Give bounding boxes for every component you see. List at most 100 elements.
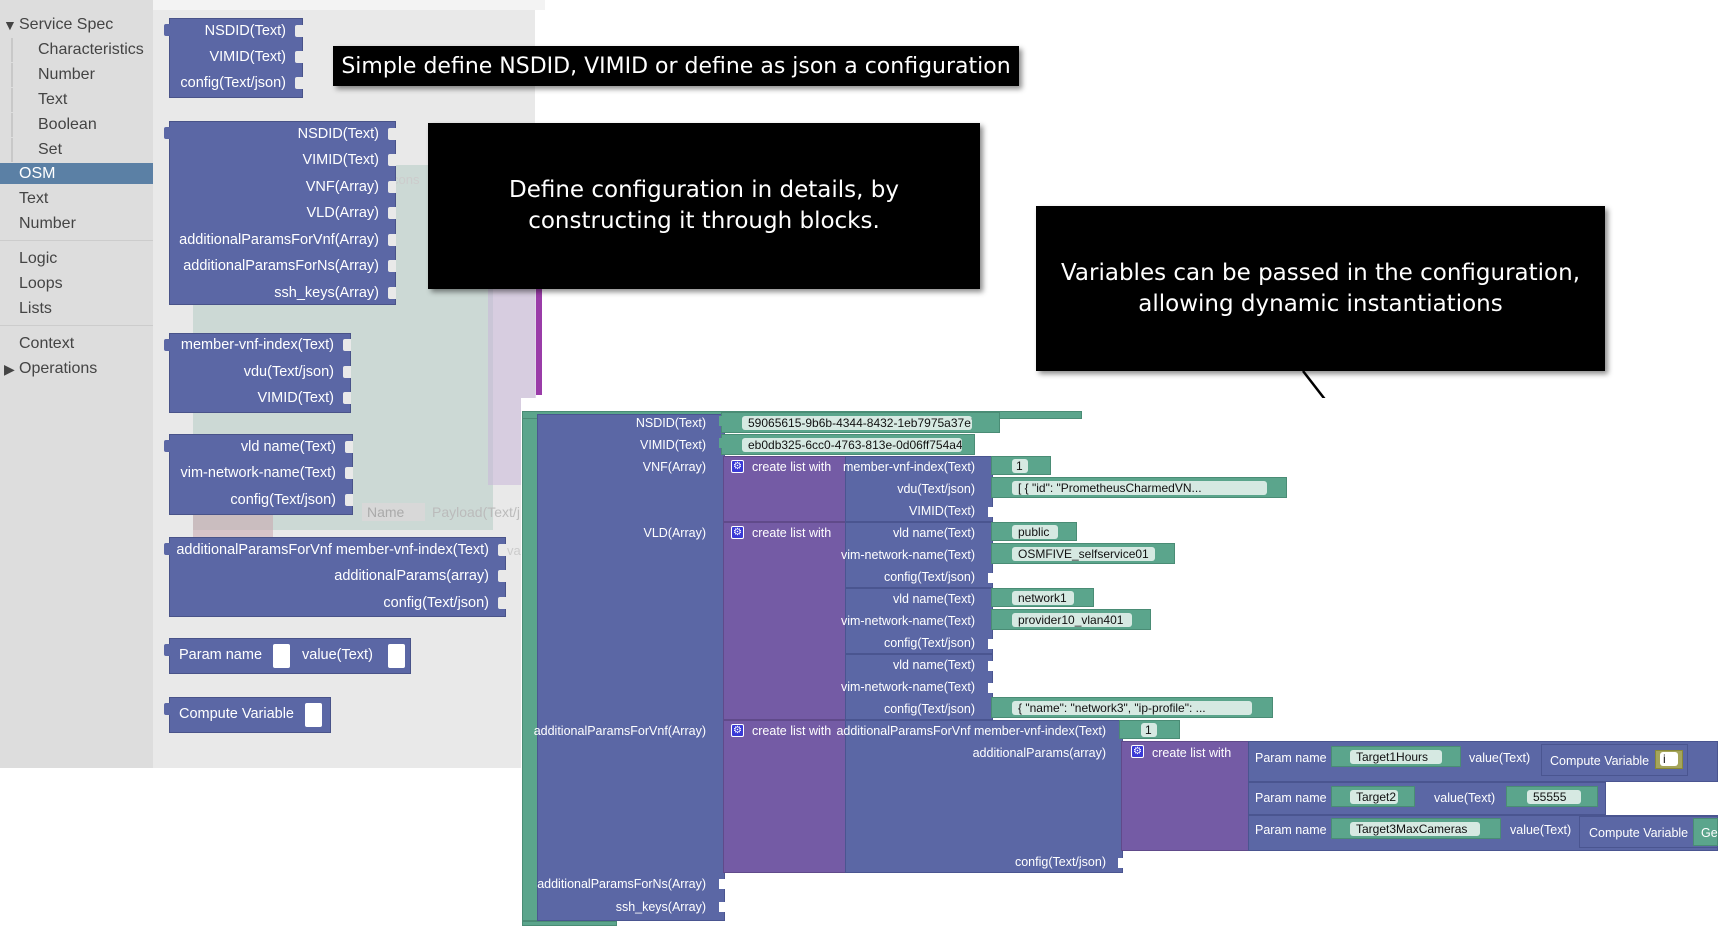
- param-value-label: value(Text): [1510, 823, 1572, 837]
- gear-icon[interactable]: ⚙: [731, 724, 744, 737]
- gear-icon[interactable]: ⚙: [1131, 745, 1144, 758]
- param-value-slot[interactable]: [388, 644, 405, 668]
- vnf-index-field[interactable]: 1: [1012, 459, 1028, 473]
- param-name-slot[interactable]: [273, 644, 290, 668]
- category-loops[interactable]: Loops: [0, 272, 153, 296]
- block-input-label: member-vnf-index(Text): [180, 337, 334, 353]
- category-operations[interactable]: ▶ Operations: [0, 357, 153, 381]
- block-input-label: VIMID(Text): [257, 390, 334, 406]
- toolbox-separator: [0, 240, 153, 241]
- create-list-label: create list with: [752, 724, 832, 738]
- nsdid-label: NSDID(Text): [635, 416, 706, 430]
- vim-network-field[interactable]: provider10_vlan401: [1012, 613, 1132, 627]
- vld-name-field[interactable]: network1: [1012, 591, 1074, 605]
- block-input-label: additionalParamsForVnf(Array): [179, 232, 379, 248]
- expand-right-icon: ▶: [4, 361, 15, 377]
- param-value-field[interactable]: 55555: [1527, 790, 1581, 804]
- param-name-label: Param name: [1255, 751, 1327, 765]
- category-characteristics[interactable]: Characteristics: [0, 38, 153, 62]
- param-block[interactable]: Param name value(Text): [164, 638, 411, 674]
- compute-variable-block[interactable]: Compute Variable: [164, 697, 331, 733]
- category-text-2[interactable]: Text: [0, 187, 153, 211]
- vld-label: VLD(Array): [643, 526, 706, 540]
- category-service-spec[interactable]: ▼ Service Spec: [0, 13, 153, 37]
- vimid-value-field[interactable]: eb0db325-6cc0-4763-813e-0d06ff754a4e: [742, 438, 962, 452]
- apvnf-index-field[interactable]: 1: [1141, 723, 1157, 737]
- vld-name-field[interactable]: public: [1012, 525, 1058, 539]
- block-input-label: config(Text/json): [230, 492, 336, 508]
- vld-config-field[interactable]: { "name": "network3", "ip-profile": ...: [1012, 701, 1252, 715]
- category-number-2[interactable]: Number: [0, 212, 153, 236]
- category-context[interactable]: Context: [0, 332, 153, 356]
- block-input-label: VNF(Array): [305, 179, 379, 195]
- vld-name-label: vld name(Text): [893, 592, 975, 606]
- vdu-value-field[interactable]: [ { "id": "PrometheusCharmedVN...: [1012, 481, 1267, 495]
- block-input-label: NSDID(Text): [297, 126, 379, 142]
- param-name-field[interactable]: Target3MaxCameras: [1350, 822, 1480, 836]
- category-label: Number: [19, 215, 76, 232]
- nsdid-value-field[interactable]: 59065615-9b6b-4344-8432-1eb7975a37e7: [742, 416, 972, 430]
- vld-create-list-block[interactable]: [723, 522, 846, 720]
- category-text[interactable]: Text: [0, 88, 153, 112]
- compute-variable-slot[interactable]: [305, 703, 322, 727]
- category-label: Lists: [19, 300, 52, 317]
- apvnf-config-label: config(Text/json): [1014, 855, 1106, 869]
- callout-define-details: Define configuration in details, by cons…: [428, 123, 980, 289]
- osm-config-block[interactable]: [537, 414, 725, 921]
- toolbox: ▼ Service Spec Characteristics Number Te…: [0, 0, 153, 768]
- create-list-label: create list with: [1152, 746, 1232, 760]
- compute-variable-label: Compute Variable: [179, 706, 294, 722]
- osm-config-block-bottom: [537, 870, 725, 921]
- category-osm[interactable]: OSM: [0, 163, 153, 184]
- vnf-block[interactable]: member-vnf-index(Text) vdu(Text/json) VI…: [164, 333, 351, 413]
- apvnf-create-list-block[interactable]: [723, 720, 846, 873]
- category-logic[interactable]: Logic: [0, 247, 153, 271]
- block-input-label: config(Text/json): [383, 595, 489, 611]
- block-input-label: vdu(Text/json): [243, 364, 334, 380]
- ssh-keys-label: ssh_keys(Array): [615, 900, 706, 914]
- ghost-name-field: Name: [362, 503, 425, 521]
- additional-params-vnf-block[interactable]: additionalParamsForVnf member-vnf-index(…: [164, 537, 506, 617]
- apvnf-item-block[interactable]: [845, 720, 1123, 873]
- param-name-label: Param name: [1255, 791, 1327, 805]
- apns-label: additionalParamsForNs(Array): [537, 877, 706, 891]
- vim-network-field[interactable]: OSMFIVE_selfservice01: [1012, 547, 1155, 561]
- gear-icon[interactable]: ⚙: [731, 460, 744, 473]
- category-label: Context: [19, 335, 75, 352]
- detailed-config-block[interactable]: NSDID(Text) VIMID(Text) VNF(Array) VLD(A…: [164, 121, 396, 305]
- category-boolean[interactable]: Boolean: [0, 113, 153, 137]
- compute-variable-field[interactable]: i: [1660, 752, 1678, 766]
- vim-network-name-label: vim-network-name(Text): [840, 680, 975, 694]
- compute-variable-arg-block[interactable]: [1693, 818, 1718, 846]
- param-name-field[interactable]: Target2: [1350, 790, 1398, 804]
- vnf-item-block[interactable]: [845, 456, 993, 522]
- config-label: config(Text/json): [883, 702, 975, 716]
- block-input-label: NSDID(Text): [204, 23, 286, 39]
- params-create-list-block[interactable]: [1121, 741, 1249, 851]
- compute-variable-arg-text: Ge: [1701, 826, 1718, 840]
- gear-icon[interactable]: ⚙: [731, 526, 744, 539]
- config-label: config(Text/json): [883, 636, 975, 650]
- category-color-marker: [11, 113, 21, 137]
- vld-item-block-3[interactable]: [845, 654, 993, 720]
- category-lists[interactable]: Lists: [0, 297, 153, 321]
- additional-params-label: additionalParams(array): [972, 746, 1106, 760]
- block-input-label: VLD(Array): [306, 205, 379, 221]
- ghost-cons-label: cons: [392, 172, 420, 187]
- vld-block[interactable]: vld name(Text) vim-network-name(Text) co…: [164, 434, 353, 515]
- vld-name-label: vld name(Text): [893, 526, 975, 540]
- simple-config-block[interactable]: NSDID(Text) VIMID(Text) config(Text/json…: [164, 18, 303, 98]
- category-color-marker: [11, 63, 21, 87]
- category-set[interactable]: Set: [0, 138, 153, 162]
- top-bar: [0, 0, 545, 10]
- category-label: Boolean: [38, 116, 97, 133]
- category-label: OSM: [19, 165, 56, 182]
- toolbox-separator: [0, 325, 153, 326]
- composite-outer-bottom: [522, 921, 617, 926]
- category-label: Characteristics: [38, 41, 144, 58]
- vld-item-block-2[interactable]: [845, 588, 993, 654]
- compute-variable-label: Compute Variable: [1550, 754, 1650, 768]
- param-name-field[interactable]: Target1Hours: [1350, 750, 1442, 764]
- category-number[interactable]: Number: [0, 63, 153, 87]
- create-list-label: create list with: [752, 460, 832, 474]
